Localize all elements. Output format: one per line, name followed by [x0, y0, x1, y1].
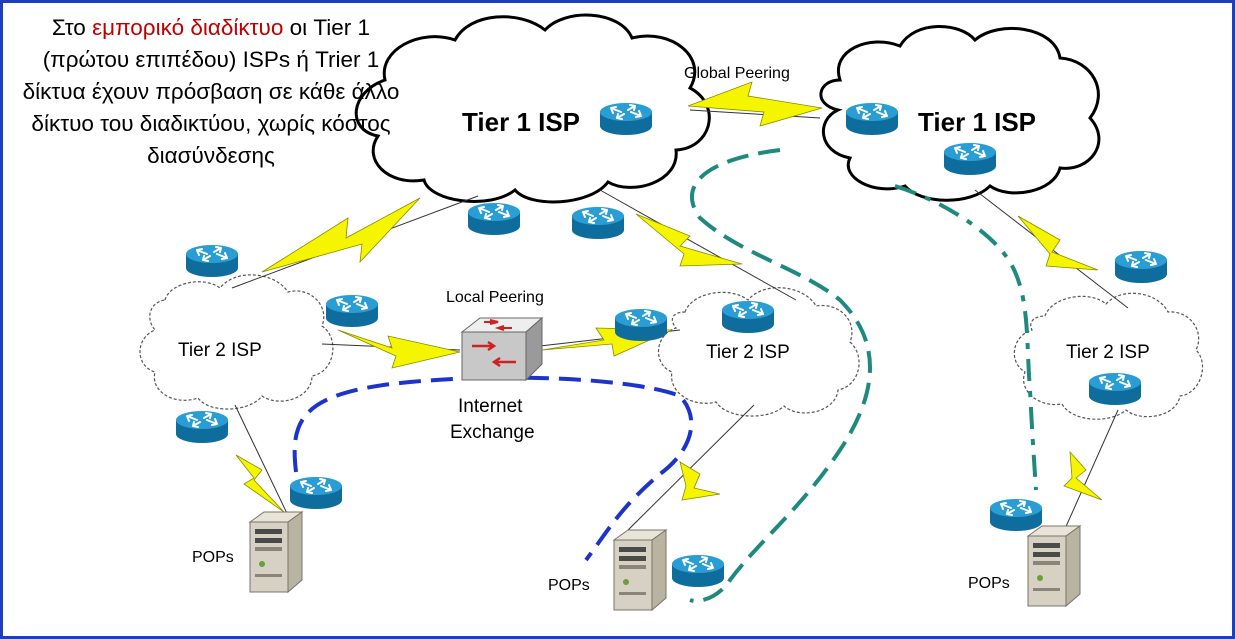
dashed-path-teal-left	[689, 148, 872, 603]
router-icon	[571, 206, 625, 240]
router-icon	[989, 498, 1043, 532]
pop-left-label: POPs	[192, 549, 234, 566]
pop-right-label: POPs	[968, 575, 1010, 592]
tier1-right-label: Tier 1 ISP	[918, 107, 1036, 137]
tier1-right-cloud	[819, 25, 1101, 202]
tier2-mid-label: Tier 2 ISP	[706, 342, 790, 363]
internet-exchange-switch-icon	[460, 316, 544, 382]
internet-exchange-label-line1: Internet	[458, 396, 523, 417]
tier2-left-label: Tier 2 ISP	[178, 340, 262, 361]
router-icon	[1088, 372, 1142, 406]
intro-highlight: εμπορικό διαδίκτυο	[92, 15, 284, 40]
router-icon	[943, 142, 997, 176]
internet-exchange-label-line2: Exchange	[450, 422, 535, 443]
pop-server-left-icon	[249, 511, 303, 593]
router-icon	[721, 300, 775, 334]
router-icon	[614, 308, 668, 342]
router-icon	[467, 202, 521, 236]
pop-server-right-icon	[1027, 525, 1081, 607]
dashed-path-teal-right	[894, 184, 1038, 491]
local-peering-label: Local Peering	[446, 289, 544, 306]
tier2-right-label: Tier 2 ISP	[1066, 342, 1150, 363]
router-icon	[1114, 250, 1168, 284]
router-icon	[325, 294, 379, 328]
tier1-left-label: Tier 1 ISP	[462, 107, 580, 137]
router-icon	[671, 554, 725, 588]
intro-prefix: Στο	[51, 15, 86, 40]
router-icon	[185, 244, 239, 278]
router-icon	[175, 410, 229, 444]
router-icon	[845, 102, 899, 136]
pop-mid-label: POPs	[548, 577, 590, 594]
intro-rest: οι Tier 1 (πρώτου επιπέδου) ISPs ή Trier…	[22, 15, 400, 168]
tier1-left-cloud	[354, 13, 711, 204]
dashed-path-blue	[292, 375, 694, 562]
global-peering-label: Global Peering	[684, 65, 790, 82]
intro-text: Στο εμπορικό διαδίκτυο οι Tier 1 (πρώτου…	[14, 12, 408, 172]
pop-server-mid-icon	[613, 529, 667, 611]
lightning-link-icons	[235, 81, 1103, 513]
tier2-right-cloud	[1013, 292, 1204, 420]
tier2-left-cloud	[139, 274, 334, 410]
router-icon	[289, 476, 343, 510]
router-icon	[599, 102, 653, 136]
